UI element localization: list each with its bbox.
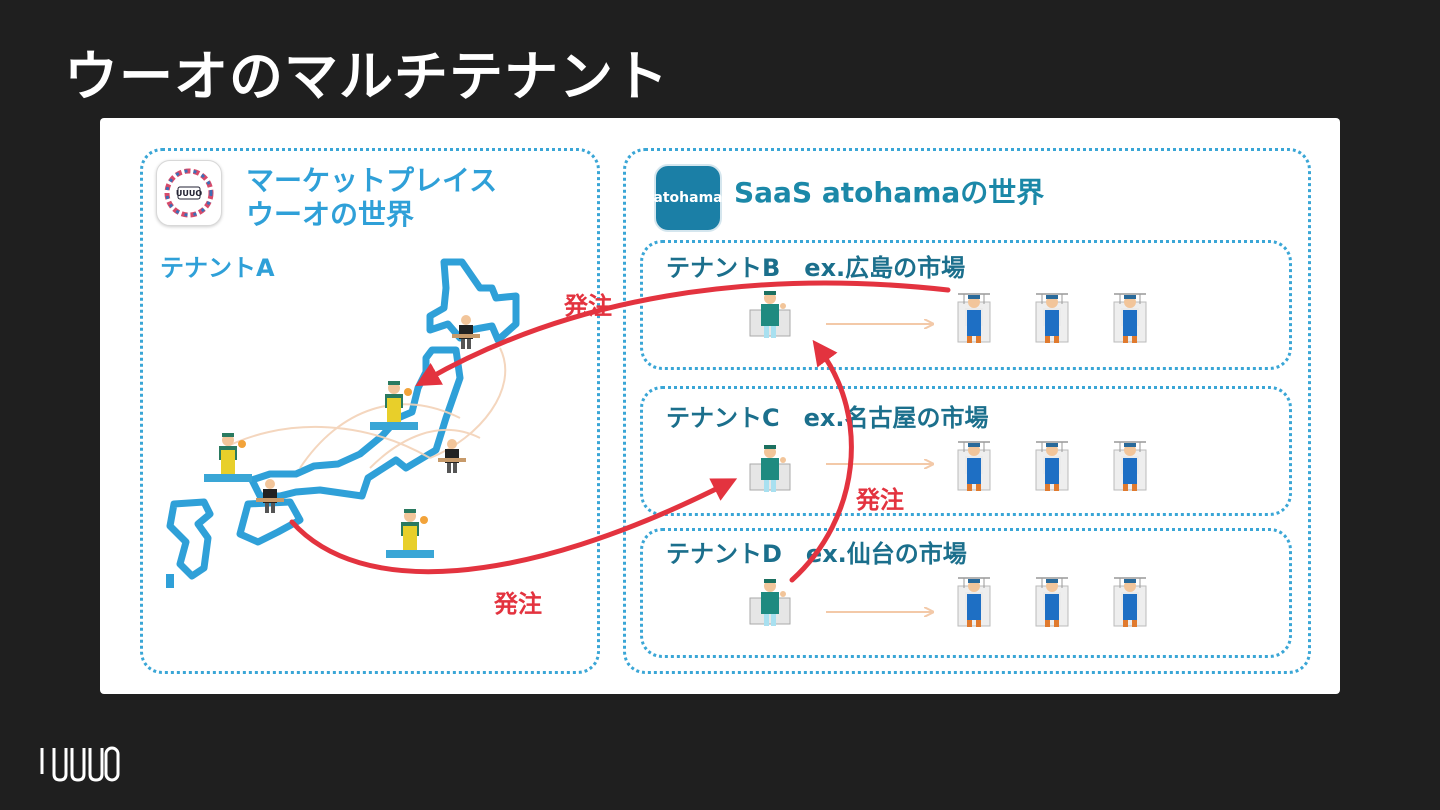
tenant-b-seller-1: [957, 293, 991, 344]
atohama-app-icon: atohama: [653, 164, 723, 232]
order-arrow-d-to-b: [789, 339, 854, 583]
tenant-c-buyer: [749, 444, 791, 493]
uuuo-footer-logo: [40, 744, 120, 788]
svg-text:UUUO: UUUO: [176, 189, 202, 198]
tenant-b-box: [640, 240, 1292, 370]
tenant-d-box: [640, 528, 1292, 658]
tenant-c-seller-2: [1035, 441, 1069, 492]
map-kyushu: [166, 498, 214, 580]
map-hokkaido: [426, 258, 520, 344]
slide-title: ウーオのマルチテナント: [64, 45, 669, 108]
diagram-graphics: [166, 258, 1147, 628]
map-shikoku: [236, 498, 304, 546]
uuuo-logo-icon: [40, 746, 120, 782]
tenant-b-label: テナントB ex.広島の市場: [666, 254, 966, 282]
market-seller-west: [204, 433, 252, 482]
tenant-c-box: [640, 386, 1292, 516]
marketplace-world-box: [140, 148, 600, 674]
tenant-c-label: テナントC ex.名古屋の市場: [666, 404, 989, 432]
market-seller-south: [386, 509, 434, 558]
order-arrow-b-to-a: [415, 280, 951, 387]
saas-world-box: [623, 148, 1311, 674]
marketplace-title: マーケットプレイス ウーオの世界: [246, 164, 497, 232]
order-label-3: 発注: [494, 590, 542, 618]
order-label-1: 発注: [564, 292, 612, 320]
uuuo-app-icon: UUUO: [156, 160, 222, 226]
tenant-b-seller-2: [1035, 293, 1069, 344]
tenant-d-seller-2: [1035, 577, 1069, 628]
order-label-2: 発注: [856, 486, 904, 514]
map-okinawa: [166, 574, 174, 588]
tenant-c-seller-1: [957, 441, 991, 492]
saas-title: SaaS atohamaの世界: [734, 176, 1045, 209]
marketplace-title-line1: マーケットプレイス: [246, 164, 498, 197]
japan-map: [166, 258, 520, 588]
tenant-a-label: テナントA: [160, 254, 275, 282]
marketplace-title-line2: ウーオの世界: [246, 198, 415, 231]
diagram-panel: UUUO atohama マーケットプレイス ウーオの世界 SaaS atoha…: [100, 118, 1340, 694]
tenant-c-seller-3: [1113, 441, 1147, 492]
tenant-d-buyer: [749, 578, 791, 627]
tenant-b-buyer: [749, 290, 791, 339]
market-buyer-east: [438, 439, 466, 473]
tenant-b-seller-3: [1113, 293, 1147, 344]
tenant-d-seller-1: [957, 577, 991, 628]
order-arrow-a-to-c: [289, 478, 738, 575]
tenant-d-seller-3: [1113, 577, 1147, 628]
map-honshu: [248, 346, 464, 500]
atohama-icon-text: atohama: [653, 190, 723, 206]
